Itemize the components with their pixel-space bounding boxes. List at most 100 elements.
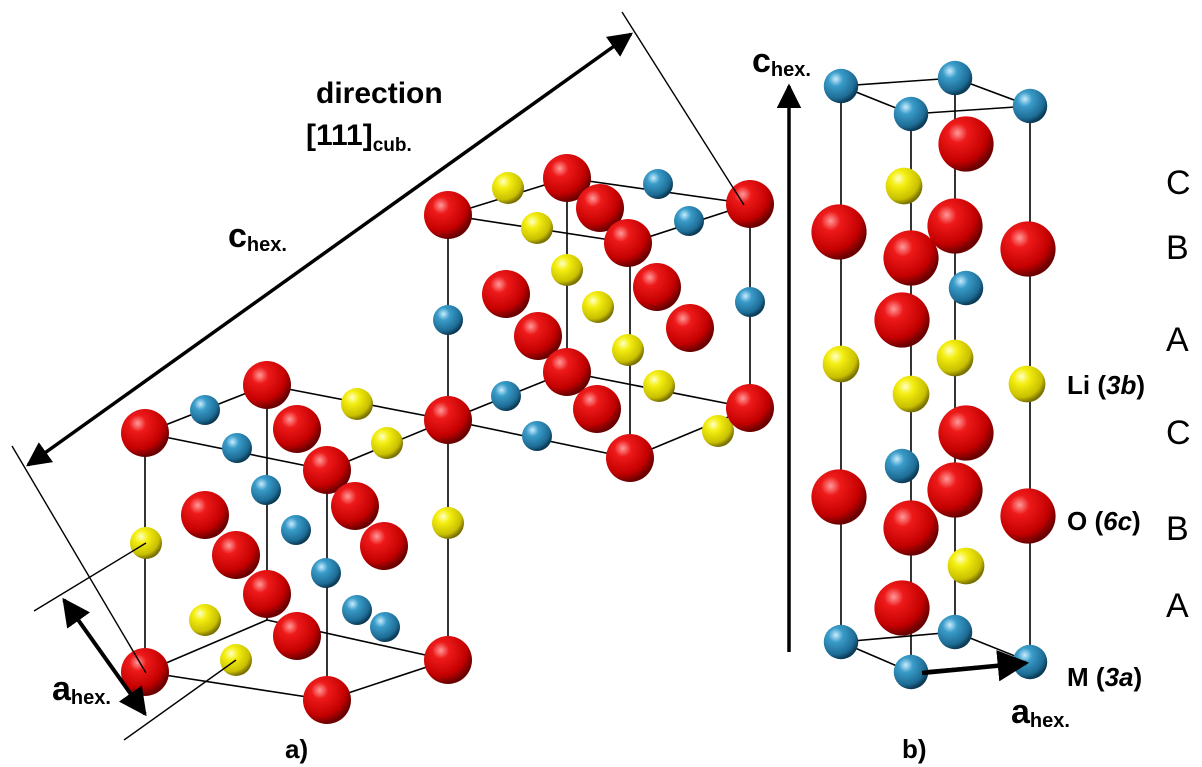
oxygen-atom [273,612,321,660]
oxygen-atom [424,396,472,444]
stacking-layer-3: A [1166,321,1189,359]
metal-atom [937,614,973,650]
panel-b-cell-edges [840,77,1031,673]
metal-atom [937,60,973,96]
lithium-atom [822,345,860,383]
metal-atom [1012,88,1048,124]
oxygen-atom [874,580,930,636]
metal-atom [674,206,704,236]
oxygen-atom [938,116,994,172]
stacking-layer-2: B [1166,229,1189,267]
lithium-atom [341,388,373,420]
cell-edge [144,671,328,701]
c-hex-guide-line-top [621,11,745,206]
oxygen-atom [927,198,983,254]
metal-atom [491,381,521,411]
metal-atom [823,68,859,104]
a-hex-arrow [62,597,147,717]
oxygen-atom [543,348,591,396]
lithium-atom [551,254,583,286]
lithium-atom [582,291,614,323]
stacking-sequence: C B A C B A [1166,164,1191,625]
cell-edge [910,105,1031,115]
oxygen-atom [883,500,939,556]
direction-label: direction [316,77,443,110]
a-hex-label-a: ahex. [52,670,111,709]
metal-atom [370,612,400,642]
site-label-li: Li (3b) [1067,370,1145,400]
oxygen-atom [883,230,939,286]
lithium-atom [947,547,985,585]
oxygen-atom [938,405,994,461]
metal-atom [222,433,252,463]
oxygen-atom [243,361,291,409]
oxygen-atom [181,491,229,539]
oxygen-atom [811,469,867,525]
c-hex-guide-line-bottom [11,445,147,674]
oxygen-atom [726,384,774,432]
oxygen-atom [666,304,714,352]
oxygen-atom [604,219,652,267]
stacking-layer-1: C [1166,164,1191,202]
lithium-atom [1008,365,1046,403]
oxygen-atom [573,385,621,433]
oxygen-atom [424,191,472,239]
oxygen-atom [212,531,260,579]
c-hex-arrow [26,32,633,467]
metal-atom [893,654,929,690]
panel-b: chex. ahex. Li (3b) O (6c) M (3a) C B A … [752,42,1191,764]
lithium-atom [936,339,974,377]
a-hex-label-b: ahex. [1011,693,1070,732]
c-hex-label-b: chex. [752,42,811,81]
oxygen-atom [874,292,930,348]
metal-atom [281,515,311,545]
stacking-layer-5: B [1166,510,1189,548]
oxygen-atom [606,434,654,482]
cell-edge [840,631,956,643]
panel-a-caption: a) [285,734,308,764]
metal-atom [342,595,372,625]
panel-a: direction [111]cub. chex. ahex. a) [11,11,774,764]
stacking-layer-4: C [1166,414,1191,452]
lithium-atom [612,334,644,366]
oxygen-atom [811,204,867,260]
metal-atom [823,624,859,660]
lithium-atom [702,415,734,447]
oxygen-atom [927,462,983,518]
oxygen-atom [482,270,530,318]
oxygen-atom [633,263,681,311]
lithium-atom [189,604,221,636]
metal-atom [311,558,341,588]
a-hex-guide-line-top [33,542,147,612]
oxygen-atom [360,522,408,570]
a-hex-arrow-b [921,650,1030,682]
oxygen-atom [1000,488,1056,544]
lithium-atom [432,507,464,539]
stacking-layer-6: A [1166,587,1189,625]
c-hex-label-a: chex. [228,217,287,256]
oxygen-atom [726,180,774,228]
metal-atom [948,270,984,306]
oxygen-atom [1000,221,1056,277]
oxygen-atom [424,636,472,684]
lithium-atom [492,172,524,204]
oxygen-atom [273,405,321,453]
metal-atom [522,421,552,451]
panel-b-caption: b) [902,734,927,764]
oxygen-atom [121,409,169,457]
metal-atom [735,287,765,317]
lithium-atom [885,167,923,205]
direction-index-label: [111]cub. [306,119,412,156]
oxygen-atom [243,570,291,618]
a-hex-guide-line-bottom [123,659,237,741]
cell-edge [840,77,956,87]
metal-atom [433,305,463,335]
metal-atom [190,395,220,425]
site-label-o: O (6c) [1067,506,1141,536]
lithium-atom [521,212,553,244]
metal-atom [643,169,673,199]
oxygen-atom [331,482,379,530]
site-label-m: M (3a) [1067,662,1142,692]
oxygen-atom [303,676,351,724]
